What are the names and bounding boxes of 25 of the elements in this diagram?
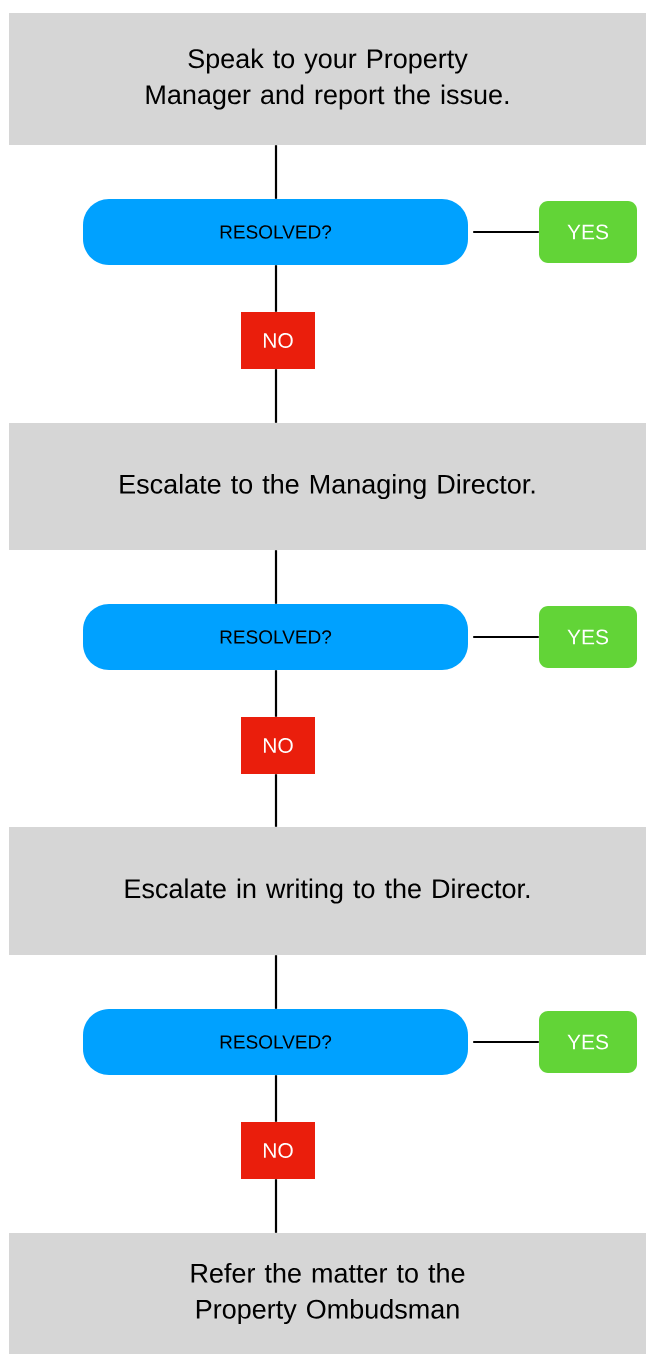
connector-line [274,550,278,604]
process-box: Speak to your Property Manager and report the issue. [9,13,646,145]
connector-line [473,1040,539,1044]
connector-line [274,1075,278,1122]
connector-line [274,265,278,312]
yes-badge: YES [539,201,637,263]
process-box: Escalate in writing to the Director. [9,827,646,955]
connector-line [274,145,278,199]
process-box: Refer the matter to the Property Ombudsman [9,1233,646,1354]
no-badge: NO [241,312,315,369]
connector-line [274,774,278,827]
yes-badge: YES [539,1011,637,1073]
yes-badge: YES [539,606,637,668]
decision-pill: RESOLVED? [83,1009,468,1075]
no-badge: NO [241,1122,315,1179]
connector-line [274,1179,278,1233]
connector-line [274,955,278,1009]
process-box: Escalate to the Managing Director. [9,423,646,550]
connector-line [473,230,539,234]
decision-pill: RESOLVED? [83,604,468,670]
connector-line [274,670,278,717]
connector-line [274,369,278,423]
connector-line [473,635,539,639]
no-badge: NO [241,717,315,774]
decision-pill: RESOLVED? [83,199,468,265]
